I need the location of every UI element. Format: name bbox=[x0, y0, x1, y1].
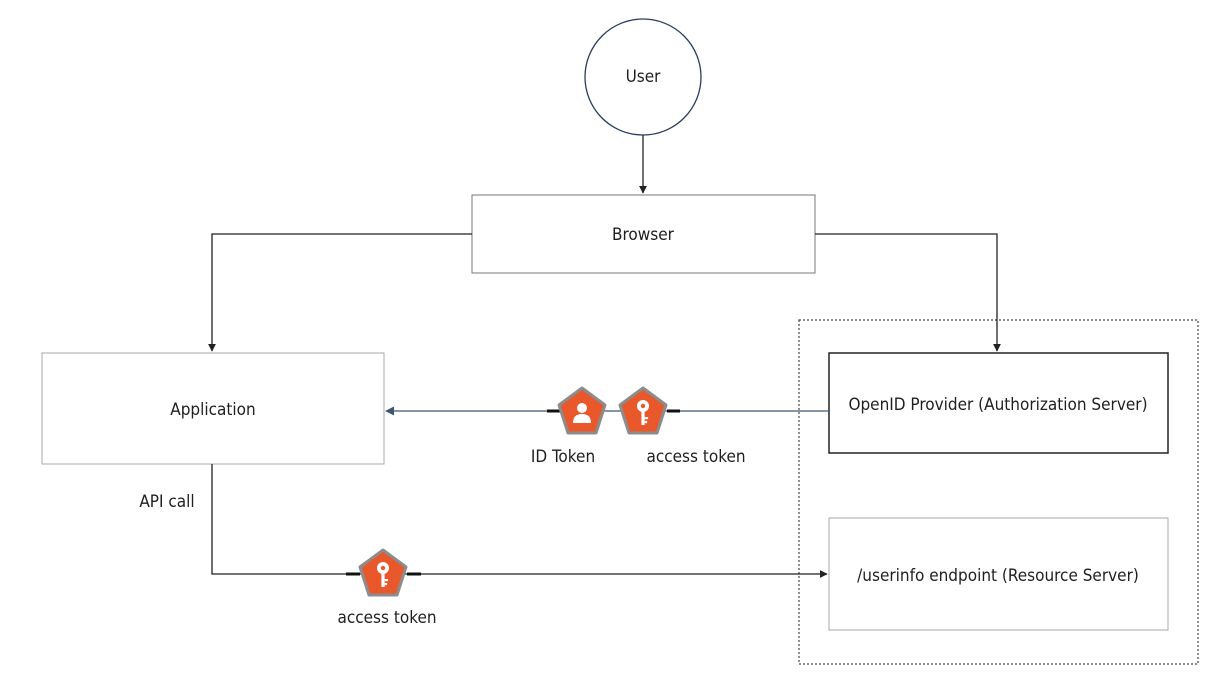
user-label: User bbox=[625, 67, 661, 87]
application-label: Application bbox=[170, 400, 256, 420]
key-pentagon-icon bbox=[618, 386, 668, 435]
browser-node bbox=[471, 194, 816, 274]
application-node bbox=[41, 352, 385, 465]
api-call-label: API call bbox=[139, 492, 195, 512]
auth-server-group bbox=[798, 319, 1199, 665]
openid-provider-node bbox=[828, 352, 1169, 454]
id-token-label: ID Token bbox=[530, 447, 596, 467]
browser-label: Browser bbox=[612, 225, 674, 245]
userinfo-endpoint-label: /userinfo endpoint (Resource Server) bbox=[857, 566, 1139, 586]
user-pentagon-icon bbox=[557, 386, 607, 435]
access-token-label: access token bbox=[646, 447, 746, 467]
userinfo-endpoint-node bbox=[828, 517, 1169, 631]
access-token-label: access token bbox=[337, 608, 437, 628]
edge-application-userinfo bbox=[211, 464, 828, 578]
edge-browser-provider bbox=[815, 233, 1001, 352]
key-pentagon-icon bbox=[358, 548, 408, 597]
openid-provider-label: OpenID Provider (Authorization Server) bbox=[848, 395, 1148, 415]
edge-browser-application bbox=[208, 233, 472, 352]
